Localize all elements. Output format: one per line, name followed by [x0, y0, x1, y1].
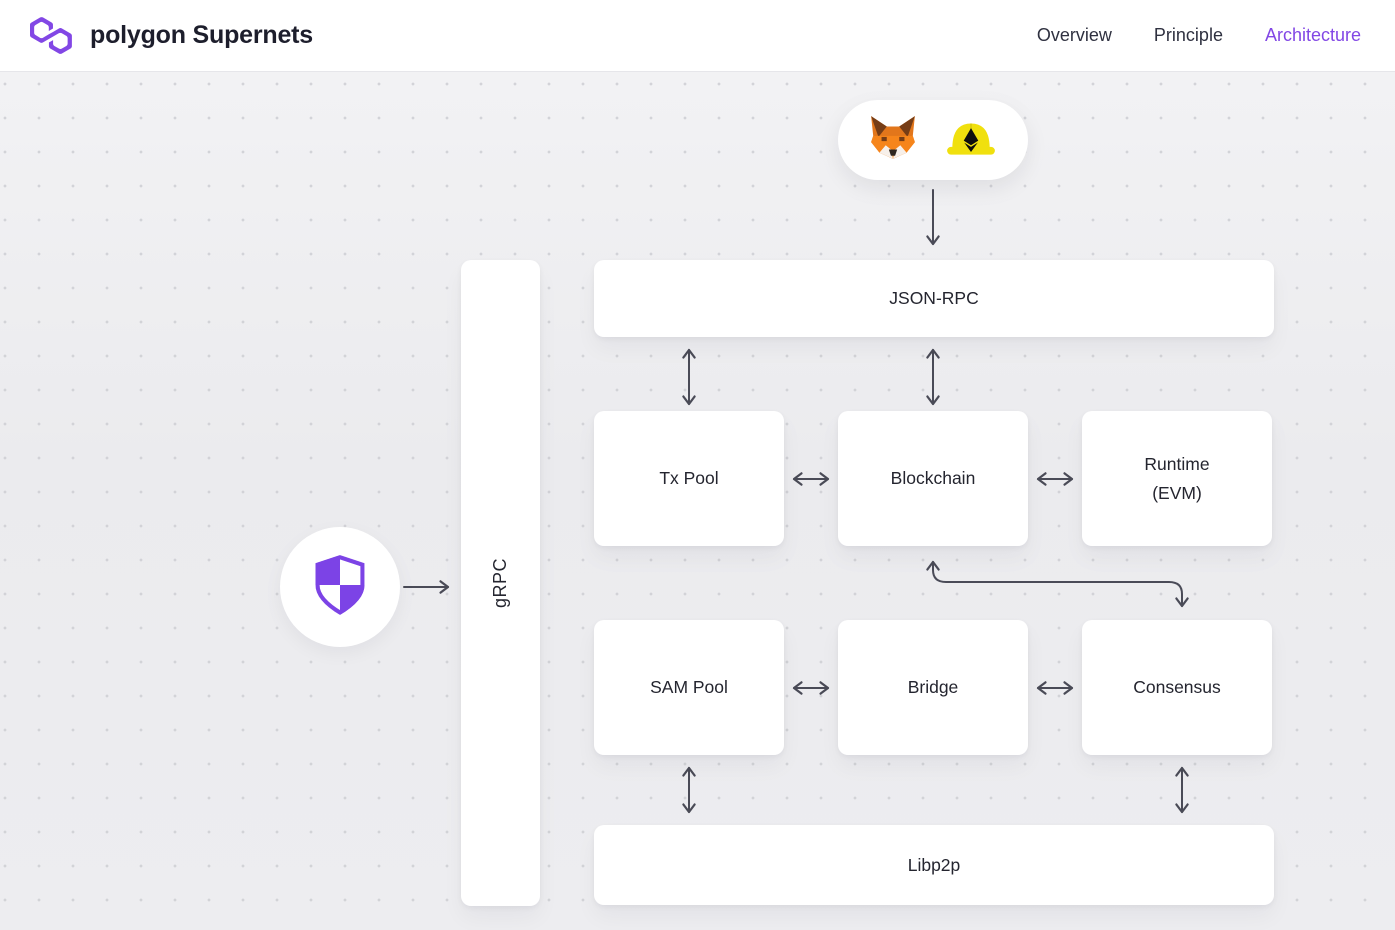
nav-architecture[interactable]: Architecture [1264, 25, 1361, 45]
node-grpc: gRPC [461, 260, 540, 906]
node-tx-pool: Tx Pool [594, 411, 784, 546]
runtime-line1: Runtime [1144, 453, 1210, 474]
wallet-tools-pill [838, 100, 1028, 180]
node-json-rpc: JSON-RPC [594, 260, 1274, 337]
node-libp2p-label: Libp2p [907, 854, 961, 875]
nav-overview[interactable]: Overview [1036, 25, 1112, 45]
main-nav: Overview Principle Architecture [1037, 25, 1361, 46]
runtime-line2: (EVM) [1152, 482, 1202, 503]
nav-principle[interactable]: Principle [1153, 25, 1223, 45]
brand: polygon Supernets [30, 17, 313, 54]
node-json-rpc-label: JSON-RPC [889, 288, 979, 308]
metamask-fox-icon [868, 115, 918, 166]
hardhat-icon [944, 114, 998, 167]
node-bridge-label: Bridge [907, 677, 959, 697]
node-sam-pool: SAM Pool [594, 620, 784, 755]
node-runtime-evm-label: Runtime (EVM) [1144, 450, 1209, 508]
diagram-arrows [403, 189, 1189, 814]
node-sam-pool-label: SAM Pool [650, 677, 728, 697]
node-libp2p: Libp2p [594, 825, 1274, 905]
node-consensus: Consensus [1082, 620, 1272, 755]
app-header: polygon Supernets Overview Principle Arc… [0, 0, 1395, 72]
node-bridge: Bridge [838, 620, 1028, 755]
node-grpc-label: gRPC [490, 557, 510, 608]
node-blockchain-label: Blockchain [890, 468, 976, 488]
node-tx-pool-label: Tx Pool [659, 468, 719, 488]
node-runtime-evm: Runtime (EVM) [1082, 411, 1272, 546]
polygon-logo-icon [30, 17, 72, 54]
brand-title: polygon Supernets [90, 21, 314, 49]
architecture-diagram-canvas: gRPC JSON-RPC Tx Pool Blockchain Runtime… [0, 72, 1395, 930]
node-consensus-label: Consensus [1133, 677, 1221, 697]
node-blockchain: Blockchain [838, 411, 1028, 546]
validator-badge [280, 527, 400, 647]
shield-icon [311, 552, 369, 623]
